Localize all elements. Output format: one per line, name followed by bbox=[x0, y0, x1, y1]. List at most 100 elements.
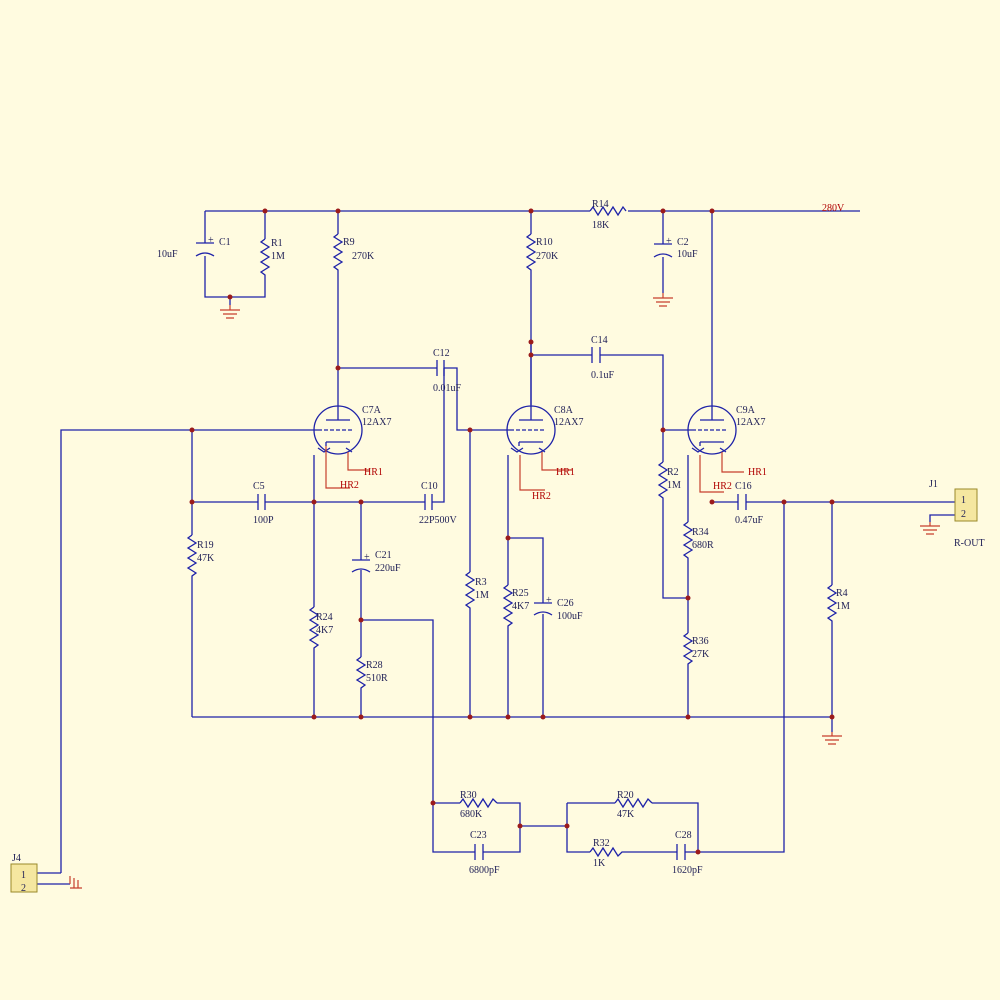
c1-plus-mark: + bbox=[208, 235, 214, 246]
resistor-r30-symbol bbox=[459, 797, 498, 809]
ground-icon bbox=[653, 293, 673, 307]
capacitor-c23-symbol bbox=[474, 844, 484, 860]
resistors bbox=[186, 205, 838, 858]
ground-symbols bbox=[69, 293, 940, 889]
capacitor-c28-symbol bbox=[676, 844, 686, 860]
j4-pin2-label: 2 bbox=[21, 883, 26, 894]
c21-plus-mark: + bbox=[364, 552, 370, 563]
resistor-r1-symbol bbox=[259, 238, 271, 287]
connector-j4[interactable]: 1 2 bbox=[10, 863, 38, 894]
c12-value: 0.01uF bbox=[433, 383, 462, 394]
r19-ref: R19 bbox=[197, 540, 214, 551]
capacitor-c16-symbol bbox=[737, 494, 747, 510]
ground-icon bbox=[69, 876, 82, 889]
tube-c7a-type: 12AX7 bbox=[362, 417, 391, 428]
r32-ref: R32 bbox=[593, 838, 610, 849]
j1-name: R-OUT bbox=[954, 538, 985, 549]
tube-c7a-ref: C7A bbox=[362, 405, 382, 416]
c5-value: 100P bbox=[253, 515, 274, 526]
c28-value: 1620pF bbox=[672, 865, 703, 876]
r20-value: 47K bbox=[617, 809, 635, 820]
tube-c9a bbox=[687, 405, 744, 493]
j1-ref: J1 bbox=[929, 479, 938, 490]
tube-c8a-type: 12AX7 bbox=[554, 417, 583, 428]
ground-icon bbox=[220, 305, 240, 319]
capacitor-c10-symbol bbox=[424, 494, 433, 510]
c2-ref: C2 bbox=[677, 237, 689, 248]
j1-pin2-label: 2 bbox=[961, 509, 966, 520]
r14-ref: R14 bbox=[592, 199, 609, 210]
c10-ref: C10 bbox=[421, 481, 438, 492]
r19-value: 47K bbox=[197, 553, 215, 564]
wires bbox=[37, 210, 955, 885]
c5-ref: C5 bbox=[253, 481, 265, 492]
tube-c9a-hr1: HR1 bbox=[748, 467, 767, 478]
ground-icon bbox=[822, 732, 842, 745]
resistor-r2-symbol bbox=[657, 461, 669, 500]
tube-c8a-ref: C8A bbox=[554, 405, 574, 416]
j4-ref: J4 bbox=[12, 853, 21, 864]
resistor-r3-symbol bbox=[464, 571, 476, 612]
tube-c7a bbox=[313, 404, 370, 489]
capacitor-c5-symbol bbox=[257, 494, 266, 510]
r30-value: 680K bbox=[460, 809, 483, 820]
r24-ref: R24 bbox=[316, 612, 333, 623]
labels: 280V C7A 12AX7 HR1 HR2 C8A 12AX7 HR1 HR2… bbox=[12, 199, 985, 876]
j4-pin1-label: 1 bbox=[21, 870, 26, 881]
c10-value: 22P500V bbox=[419, 515, 458, 526]
r32-value: 1K bbox=[593, 858, 606, 869]
tube-c9a-type: 12AX7 bbox=[736, 417, 765, 428]
c23-value: 6800pF bbox=[469, 865, 500, 876]
capacitor-c2-symbol bbox=[653, 243, 673, 258]
connector-j1[interactable]: 1 2 bbox=[954, 488, 978, 522]
resistor-r25-symbol bbox=[502, 584, 514, 627]
resistor-r36-symbol bbox=[682, 632, 694, 670]
c21-ref: C21 bbox=[375, 550, 392, 561]
c2-plus-mark: + bbox=[666, 236, 672, 247]
resistor-r20-symbol bbox=[614, 797, 653, 809]
resistor-r32-symbol bbox=[589, 846, 627, 858]
resistor-r19-symbol bbox=[186, 534, 198, 580]
capacitor-c12-symbol bbox=[436, 360, 445, 376]
c21-value: 220uF bbox=[375, 563, 401, 574]
r24-value: 4K7 bbox=[316, 625, 333, 636]
r30-ref: R30 bbox=[460, 790, 477, 801]
c28-ref: C28 bbox=[675, 830, 692, 841]
r25-ref: R25 bbox=[512, 588, 529, 599]
tube-c7a-hr1: HR1 bbox=[364, 467, 383, 478]
r9-ref: R9 bbox=[343, 237, 355, 248]
r4-value: 1M bbox=[836, 601, 850, 612]
r20-ref: R20 bbox=[617, 790, 634, 801]
c14-ref: C14 bbox=[591, 335, 608, 346]
resistor-r24-symbol bbox=[308, 606, 320, 650]
r10-ref: R10 bbox=[536, 237, 553, 248]
tube-c8a bbox=[506, 405, 572, 491]
c26-plus-mark: + bbox=[546, 595, 552, 606]
supply-label: 280V bbox=[822, 203, 845, 214]
capacitors: + + + + bbox=[195, 235, 747, 860]
r34-value: 680R bbox=[692, 540, 714, 551]
c1-ref: C1 bbox=[219, 237, 231, 248]
c2-value: 10uF bbox=[677, 249, 698, 260]
tube-c8a-hr2: HR2 bbox=[532, 491, 551, 502]
resistor-r14-symbol bbox=[589, 205, 627, 217]
r3-ref: R3 bbox=[475, 577, 487, 588]
j1-pin1-label: 1 bbox=[961, 495, 966, 506]
junctions bbox=[189, 208, 835, 855]
resistor-r34-symbol bbox=[682, 521, 694, 562]
r10-value: 270K bbox=[536, 251, 559, 262]
r2-value: 1M bbox=[667, 480, 681, 491]
c23-ref: C23 bbox=[470, 830, 487, 841]
r1-value: 1M bbox=[271, 251, 285, 262]
capacitor-c1-symbol bbox=[195, 242, 215, 257]
c16-value: 0.47uF bbox=[735, 515, 764, 526]
r28-value: 510R bbox=[366, 673, 388, 684]
capacitor-c21-symbol bbox=[351, 559, 371, 573]
r3-value: 1M bbox=[475, 590, 489, 601]
r1-ref: R1 bbox=[271, 238, 283, 249]
resistor-r28-symbol bbox=[355, 656, 367, 692]
r28-ref: R28 bbox=[366, 660, 383, 671]
r25-value: 4K7 bbox=[512, 601, 529, 612]
tube-c8a-hr1: HR1 bbox=[556, 467, 575, 478]
